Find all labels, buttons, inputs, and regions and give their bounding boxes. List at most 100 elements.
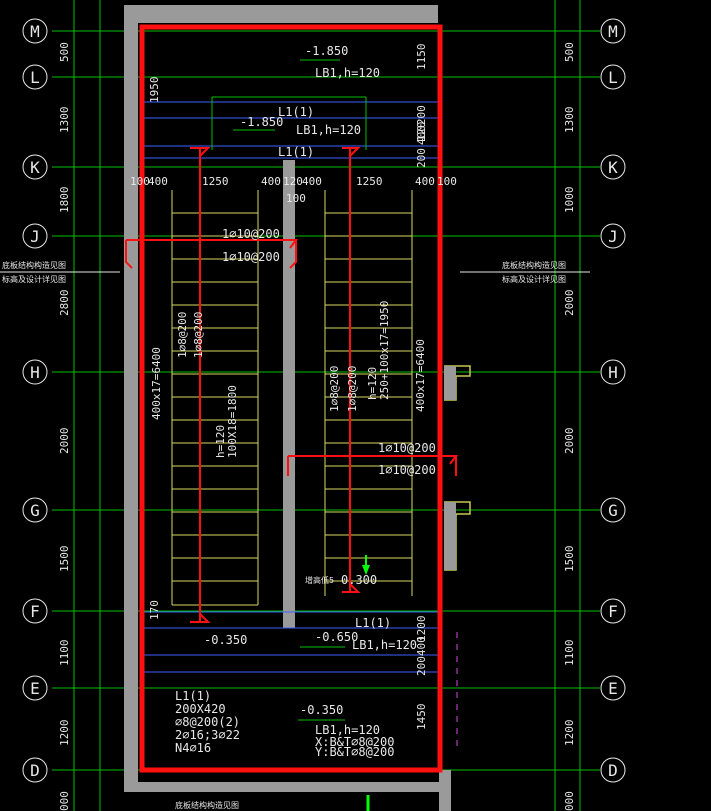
beam-stirrup: ⌀8@200(2): [175, 715, 240, 729]
stair-vertical-labels: 400x17=6400 1⌀8@200 1⌀8@200 h=120 100X18…: [148, 44, 428, 731]
dim-170: 170: [148, 600, 161, 620]
dim-right-6: 1100: [563, 640, 576, 667]
side-note-right-2: 标高及设计详见图: [502, 274, 566, 284]
grid-label-K: K: [30, 158, 40, 177]
grid-label-G: G: [30, 501, 40, 520]
right-dimension-texts: 500 1300 1000 2000 2000 1500 1100 1200 0…: [563, 42, 576, 811]
level-0350-left: -0.350: [204, 633, 247, 647]
rebar-texts: 1⌀10@200 1⌀10@200 1⌀10@200 1⌀10@200: [222, 227, 436, 477]
grid-bubble-G-right: G: [600, 497, 626, 523]
rebar-1: 1⌀10@200: [222, 227, 280, 241]
left-axis-bubbles: M L K J H G F E D: [22, 18, 48, 783]
right-inner-dim-2: 200 120: [415, 122, 428, 168]
grid-label-E-right: E: [608, 679, 618, 698]
grid-label-J: J: [30, 227, 40, 246]
grid-bubble-F-right: F: [600, 598, 626, 624]
grid-bubble-D-right: D: [600, 757, 626, 783]
hdim-2: 1250: [202, 175, 229, 188]
level-0350-b: -0.350: [300, 703, 343, 717]
grid-label-D-right: D: [608, 761, 618, 780]
grid-label-F: F: [30, 602, 40, 621]
grid-label-G-right: G: [608, 501, 618, 520]
grid-bubble-E-left: E: [22, 675, 48, 701]
hdim-4: 120: [283, 175, 303, 188]
dim-left-3: 1800: [58, 187, 71, 214]
hdim-1: 400: [148, 175, 168, 188]
lower-annotations: 增高低5 0.300 -0.350 L1(1) -0.650 LB1,h=120…: [175, 573, 417, 759]
level-2: -1.850: [240, 115, 283, 129]
grid-bubble-J-right: J: [600, 223, 626, 249]
beam-label-l1-b: L1(1): [278, 145, 314, 159]
direction-arrowhead: [362, 565, 370, 575]
stair-right-length: 400x17=6400: [414, 339, 427, 412]
dim-right-4: 2000: [563, 428, 576, 455]
stair-left-h: h=120: [214, 425, 227, 458]
hdim-6: 1250: [356, 175, 383, 188]
beam-label-l1-a: L1(1): [278, 105, 314, 119]
hdim-3: 400: [261, 175, 281, 188]
dim-left-0: 500: [58, 42, 71, 62]
rebar-markers: [125, 147, 458, 623]
grid-label-F-right: F: [608, 602, 618, 621]
hdim-5: 400: [302, 175, 322, 188]
hdim-8: 100: [437, 175, 457, 188]
dim-left-5: 2000: [58, 428, 71, 455]
rebar-2: 1⌀10@200: [222, 250, 280, 264]
grid-label-L-right: L: [608, 68, 618, 87]
level-0650: -0.650: [315, 630, 358, 644]
dim-right-7: 1200: [563, 720, 576, 747]
beam-lines: [140, 96, 440, 673]
grid-label-L: L: [30, 68, 40, 87]
dim-left-6: 1500: [58, 546, 71, 573]
right-inner-dim-0: 1150: [415, 44, 428, 71]
hdim-7: 400: [415, 175, 435, 188]
grid-bubble-D-left: D: [22, 757, 48, 783]
dim-left-1: 1950: [148, 77, 161, 104]
grid-label-M-right: M: [608, 22, 618, 41]
grid-bubble-H-right: H: [600, 359, 626, 385]
stair-left-bars2: 1⌀8@200: [192, 312, 205, 358]
lb1-3: LB1,h=120: [352, 638, 417, 652]
stair-boundary-outline: [139, 24, 443, 773]
left-dimension-texts: 500 1950 1300 1800 2800 2000 1500 1100 1…: [58, 42, 161, 811]
right-stair-treads: [324, 190, 413, 596]
dim-left-9: 000: [58, 791, 71, 811]
mid-label: 增高低5: [305, 575, 334, 585]
horizontal-dims: 100 400 1250 400 120 400 1250 400 100 10…: [130, 175, 457, 205]
beam-top: 2⌀16;3⌀22: [175, 728, 240, 742]
grid-label-E: E: [30, 679, 40, 698]
grid-bubble-L-right: L: [600, 64, 626, 90]
bottom-note: 底板结构构造见图: [175, 800, 239, 810]
side-note-left-2: 标高及设计详见图: [2, 274, 66, 284]
right-inner-dim-5: 1450: [415, 704, 428, 731]
dim-left-2: 1300: [58, 107, 71, 134]
dim-right-3: 2000: [563, 290, 576, 317]
grid-label-K-right: K: [608, 158, 618, 177]
grid-label-D: D: [30, 761, 40, 780]
dim-left-4: 2800: [58, 290, 71, 317]
level-top: -1.850: [305, 44, 348, 58]
grid-bubble-H-left: H: [22, 359, 48, 385]
grid-bubble-M-right: M: [600, 18, 626, 44]
hdim-0: 100: [130, 175, 150, 188]
grid-bubble-M-left: M: [22, 18, 48, 44]
side-note-left-1: 底板结构构造见图: [2, 260, 66, 270]
stair-left-steps: 100X18=1800: [226, 385, 239, 458]
beam-label-l1-c: L1(1): [355, 616, 391, 630]
wall-niche-fill-1: [444, 366, 456, 400]
right-inner-dim-3: 1200: [415, 616, 428, 643]
lb1-4-rebar: X:B&T⌀8@200: [315, 735, 394, 749]
stair-right-bars: 1⌀8@200: [328, 366, 341, 412]
right-inner-dim-4: 200400: [415, 636, 428, 676]
lb1-4: LB1,h=120: [315, 723, 380, 737]
rebar-4: 1⌀10@200: [378, 463, 436, 477]
beam-n: N4⌀16: [175, 741, 211, 755]
beam-l1: L1(1): [175, 689, 211, 703]
stair-left-bars: 1⌀8@200: [176, 312, 189, 358]
grid-bubble-K-left: K: [22, 154, 48, 180]
dim-right-1: 1300: [563, 107, 576, 134]
dim-left-7: 1100: [58, 640, 71, 667]
grid-bubble-E-right: E: [600, 675, 626, 701]
beam-size: 200X420: [175, 702, 226, 716]
